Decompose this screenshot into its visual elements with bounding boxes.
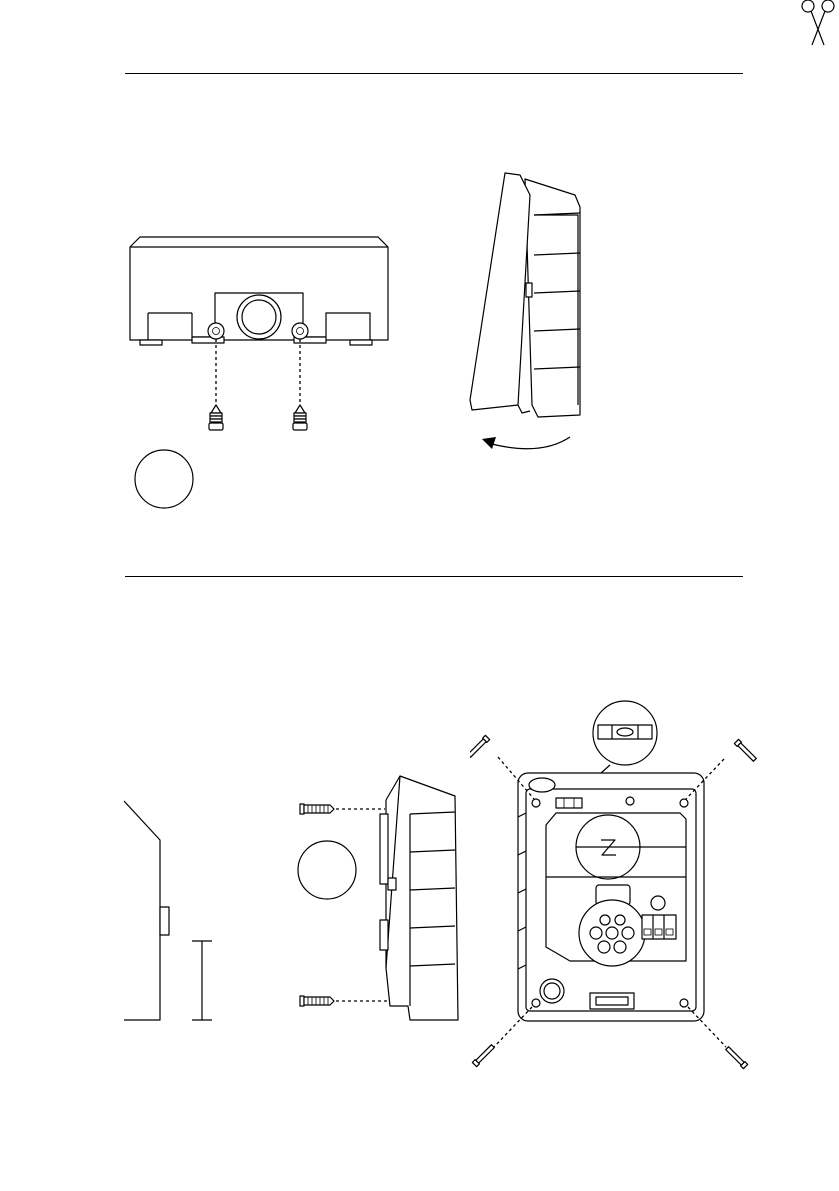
backplate-front-illustration (470, 695, 760, 1075)
screw-icon (300, 996, 334, 1006)
tool-callout-circle (135, 450, 193, 508)
screw-icon (472, 1044, 495, 1067)
screw-icon (734, 739, 757, 762)
backplate-side-illustration (290, 770, 470, 1030)
screw-icon (470, 735, 490, 758)
scissors-icon (797, 0, 839, 60)
screw-icon (725, 1046, 748, 1069)
section-divider-middle (125, 576, 743, 577)
cover-removal-illustration (460, 165, 600, 465)
charger-underside-illustration (120, 235, 400, 525)
wall-profile-illustration (118, 795, 218, 1030)
section-divider-top (125, 73, 743, 74)
screw-icon (293, 405, 307, 430)
screw-icon (209, 405, 223, 430)
tool-callout-circle (298, 841, 356, 899)
screw-icon (300, 804, 334, 814)
